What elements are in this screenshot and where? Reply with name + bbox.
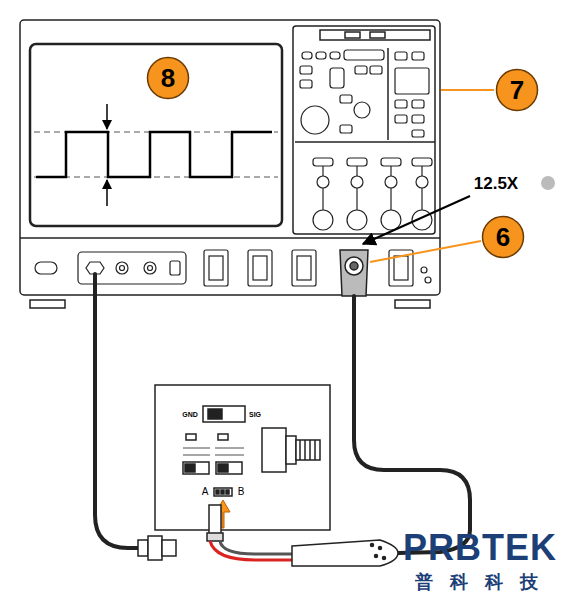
switch-label: GND bbox=[182, 411, 198, 418]
cables bbox=[95, 274, 470, 553]
callout-circle: 8 bbox=[146, 56, 190, 100]
magnification-label: 12.5X bbox=[474, 175, 518, 192]
brand-logo-chinese: 普 科 科 技 bbox=[415, 573, 544, 591]
callout-circle: 7 bbox=[495, 68, 539, 112]
probe bbox=[207, 505, 398, 566]
brand-logo: PRBTEK bbox=[403, 530, 557, 566]
pointer-arrow bbox=[363, 196, 470, 244]
pin-label: A bbox=[202, 487, 209, 497]
front-panel-controls bbox=[35, 50, 432, 286]
grey-dot bbox=[541, 176, 555, 190]
switch-label: SIG bbox=[249, 411, 261, 418]
callout-number: 6 bbox=[481, 215, 525, 259]
sma-connector bbox=[138, 536, 176, 560]
callout-circle: 6 bbox=[481, 215, 525, 259]
calibration-fixture bbox=[155, 385, 330, 548]
square-wave bbox=[34, 104, 278, 206]
callout-number: 8 bbox=[146, 56, 190, 100]
pin-label: B bbox=[238, 487, 245, 497]
probe-interface bbox=[340, 250, 368, 296]
callout-number: 7 bbox=[495, 68, 539, 112]
oscilloscope-body bbox=[20, 20, 440, 308]
